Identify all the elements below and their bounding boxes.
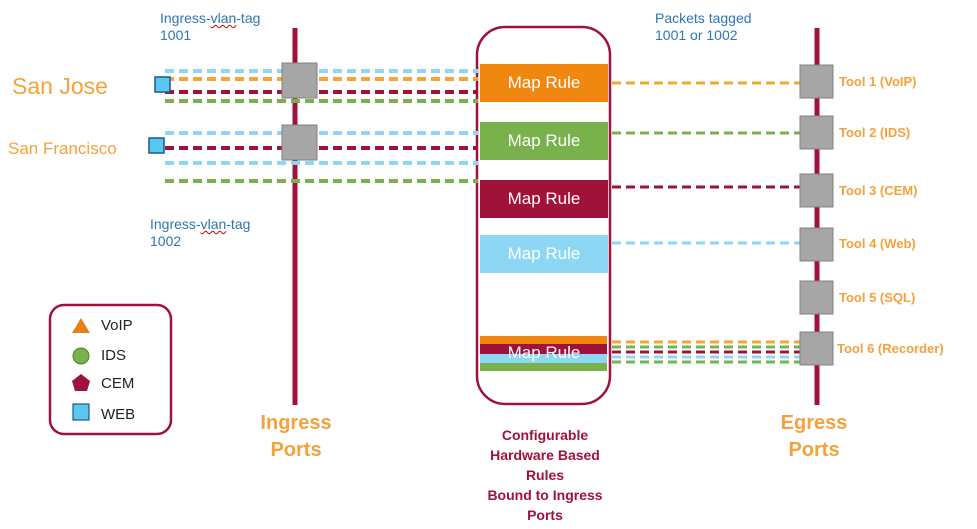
san-jose-square-icon [154, 76, 171, 93]
ingress-ports-label: Ingress Ports [246, 410, 346, 464]
legend-label-voip: VoIP [101, 317, 133, 334]
legend-label-cem: CEM [101, 375, 135, 392]
egress-port-box-2 [799, 115, 834, 150]
tag-label-prefix: Ingress- [150, 216, 201, 232]
ingress-ports-line2: Ports [270, 439, 322, 461]
caption-line-2: Hardware Based [490, 447, 600, 463]
tag-label-vlan: vlan [200, 216, 227, 232]
map-rule-voip: Map Rule [480, 64, 608, 102]
packets-tagged-label: Packets tagged 1001 or 1002 [655, 10, 752, 44]
combined-rule-stripe-orange [480, 336, 607, 344]
egress-ports-line1: Egress [780, 412, 848, 434]
caption-line-1: Configurable [501, 427, 589, 443]
tool-3-label: Tool 3 (CEM) [839, 183, 918, 198]
egress-ports-label: Egress Ports [764, 410, 864, 464]
square-icon [72, 403, 90, 421]
egress-port-box-4 [799, 227, 834, 262]
ingress-vlan-tag-bottom: Ingress-vlan-tag 1002 [150, 216, 250, 250]
map-rule-web: Map Rule [480, 235, 608, 273]
ingress-flows [165, 69, 478, 183]
caption-line-4: Bound to Ingress [487, 487, 603, 503]
caption-line-5: Ports [527, 507, 563, 523]
circle-icon [72, 347, 90, 365]
map-rule-label: Map Rule [507, 189, 581, 208]
ingress-ports-line1: Ingress [260, 412, 332, 434]
packets-tagged-line2: 1001 or 1002 [655, 27, 738, 43]
combined-rule-stripe-cem [480, 344, 607, 354]
ingress-vlan-tag-top: Ingress-vlan-tag 1001 [160, 10, 260, 44]
egress-port-box-1 [799, 64, 834, 99]
map-rule-label: Map Rule [507, 73, 581, 92]
tool-4-label: Tool 4 (Web) [839, 236, 916, 251]
map-rule-ids: Map Rule [480, 122, 608, 160]
triangle-icon [72, 318, 90, 333]
tag-label-vlan: vlan [210, 10, 237, 26]
egress-port-box-3 [799, 173, 834, 208]
tag-label-suffix: -tag [226, 216, 251, 232]
ingress-port-box-1 [281, 62, 318, 99]
configurable-rules-caption: Configurable Hardware Based Rules Bound … [465, 425, 625, 525]
legend-label-ids: IDS [101, 347, 127, 364]
map-rule-recorder: Map Rule [480, 334, 608, 372]
combined-rule-stripe-web [480, 354, 607, 363]
san-francisco-square-icon [148, 137, 165, 154]
legend-label-web: WEB [101, 406, 136, 423]
map-rule-label: Map Rule [507, 343, 581, 362]
legend-box [48, 303, 173, 436]
egress-port-box-6 [799, 331, 834, 366]
packets-tagged-line1: Packets tagged [655, 10, 752, 26]
site-san-jose: San Jose [12, 73, 108, 99]
tool-1-label: Tool 1 (VoIP) [839, 74, 917, 89]
tag-label-prefix: Ingress- [160, 10, 211, 26]
egress-flows [612, 81, 800, 364]
egress-port-box-5 [799, 280, 834, 315]
tag-label-suffix: -tag [236, 10, 261, 26]
egress-ports-line2: Ports [788, 439, 840, 461]
site-san-francisco: San Francisco [8, 139, 117, 158]
map-rule-label: Map Rule [507, 244, 581, 263]
ingress-port-box-2 [281, 124, 318, 161]
map-rule-cem: Map Rule [480, 180, 608, 218]
tool-5-label: Tool 5 (SQL) [839, 290, 916, 305]
combined-rule-stripe-green [480, 363, 607, 371]
caption-line-3: Rules [525, 467, 565, 483]
map-rule-label: Map Rule [507, 131, 581, 150]
pentagon-icon [72, 374, 90, 391]
tag-value: 1001 [160, 27, 192, 43]
tag-value: 1002 [150, 233, 182, 249]
tool-6-label: Tool 6 (Recorder) [837, 341, 944, 356]
tool-2-label: Tool 2 (IDS) [839, 125, 911, 140]
